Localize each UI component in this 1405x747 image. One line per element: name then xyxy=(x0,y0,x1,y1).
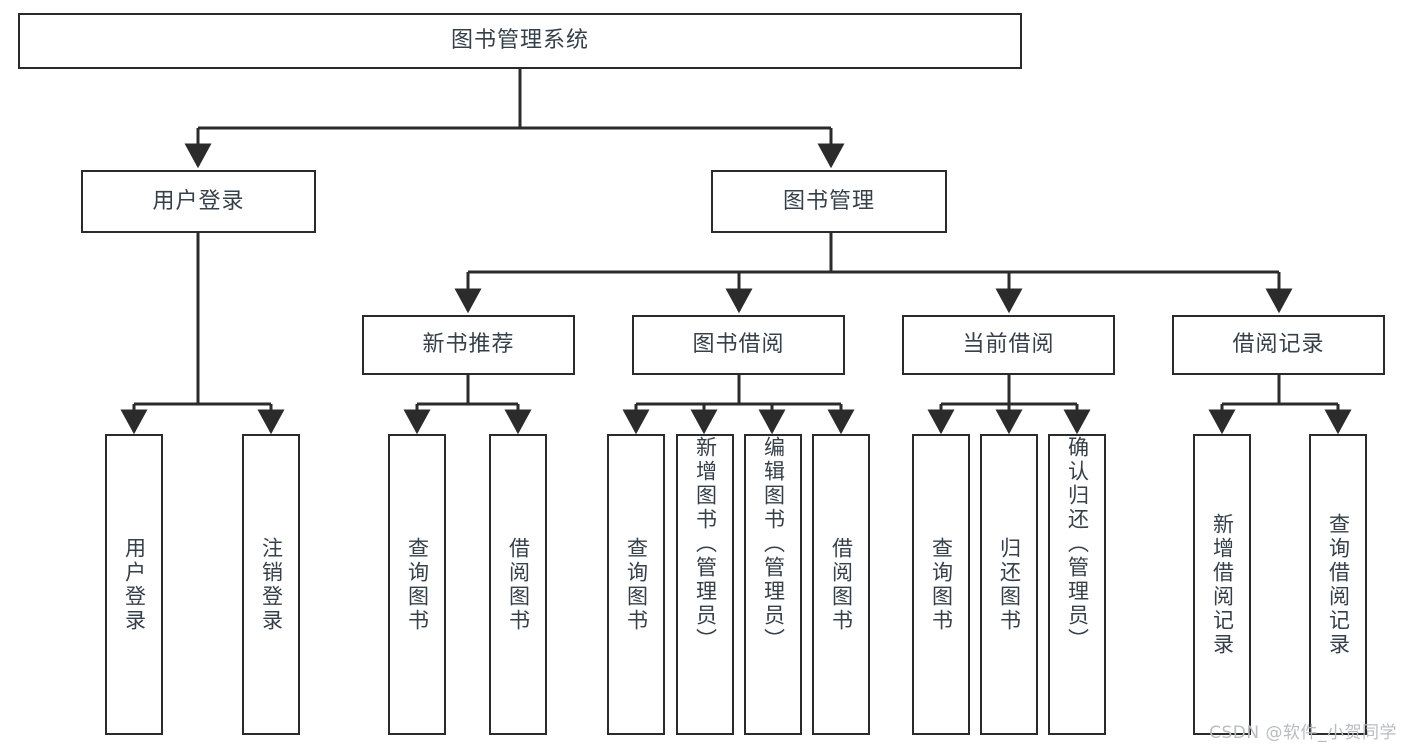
node-book-management-label: 图书管理 xyxy=(782,188,875,214)
node-leaf-newbook-query-book[interactable]: 查询图书 xyxy=(388,434,446,735)
node-book-borrow-label: 图书借阅 xyxy=(692,332,785,358)
node-leaf-add-book-admin[interactable]: 新增图书（管理员） xyxy=(676,434,734,735)
node-book-borrow[interactable]: 图书借阅 xyxy=(632,315,845,375)
node-book-management[interactable]: 图书管理 xyxy=(711,170,947,233)
node-root-label: 图书管理系统 xyxy=(450,28,589,54)
node-leaf-edit-book-admin-label: 编辑图书（管理员） xyxy=(761,436,786,652)
node-leaf-add-book-admin-label: 新增图书（管理员） xyxy=(693,436,718,652)
node-leaf-bookborrow-borrow-book[interactable]: 借阅图书 xyxy=(812,434,870,735)
node-leaf-bookborrow-borrow-book-label: 借阅图书 xyxy=(829,536,854,633)
node-leaf-bookborrow-query-book[interactable]: 查询图书 xyxy=(607,434,665,735)
node-leaf-query-borrow-record-label: 查询借阅记录 xyxy=(1326,512,1351,657)
node-leaf-bookborrow-query-book-label: 查询图书 xyxy=(624,536,649,633)
node-leaf-confirm-return-admin[interactable]: 确认归还（管理员） xyxy=(1048,434,1106,735)
node-leaf-newbook-query-book-label: 查询图书 xyxy=(405,536,430,633)
node-current-borrow-label: 当前借阅 xyxy=(962,332,1055,358)
node-user-login[interactable]: 用户登录 xyxy=(81,170,316,233)
node-borrow-record-label: 借阅记录 xyxy=(1232,332,1325,358)
node-leaf-logout-label: 注销登录 xyxy=(259,536,284,633)
node-leaf-edit-book-admin[interactable]: 编辑图书（管理员） xyxy=(744,434,802,735)
node-leaf-add-borrow-record[interactable]: 新增借阅记录 xyxy=(1193,434,1251,735)
node-leaf-confirm-return-admin-label: 确认归还（管理员） xyxy=(1065,436,1090,652)
node-leaf-add-borrow-record-label: 新增借阅记录 xyxy=(1210,512,1235,657)
node-user-login-label: 用户登录 xyxy=(152,188,245,214)
node-leaf-newbook-borrow-book[interactable]: 借阅图书 xyxy=(489,434,547,735)
node-leaf-user-login[interactable]: 用户登录 xyxy=(105,434,163,735)
node-current-borrow[interactable]: 当前借阅 xyxy=(902,315,1115,375)
node-new-book-recommend[interactable]: 新书推荐 xyxy=(362,315,575,375)
node-leaf-user-login-label: 用户登录 xyxy=(122,536,147,633)
node-root-book-management-system[interactable]: 图书管理系统 xyxy=(18,13,1022,69)
node-new-book-recommend-label: 新书推荐 xyxy=(422,332,515,358)
node-leaf-newbook-borrow-book-label: 借阅图书 xyxy=(506,536,531,633)
node-leaf-currentborrow-query-book-label: 查询图书 xyxy=(929,536,954,633)
node-leaf-logout[interactable]: 注销登录 xyxy=(242,434,300,735)
node-leaf-currentborrow-query-book[interactable]: 查询图书 xyxy=(912,434,970,735)
node-borrow-record[interactable]: 借阅记录 xyxy=(1172,315,1385,375)
node-leaf-return-book-label: 归还图书 xyxy=(997,536,1022,633)
node-leaf-query-borrow-record[interactable]: 查询借阅记录 xyxy=(1309,434,1367,735)
node-leaf-return-book[interactable]: 归还图书 xyxy=(980,434,1038,735)
